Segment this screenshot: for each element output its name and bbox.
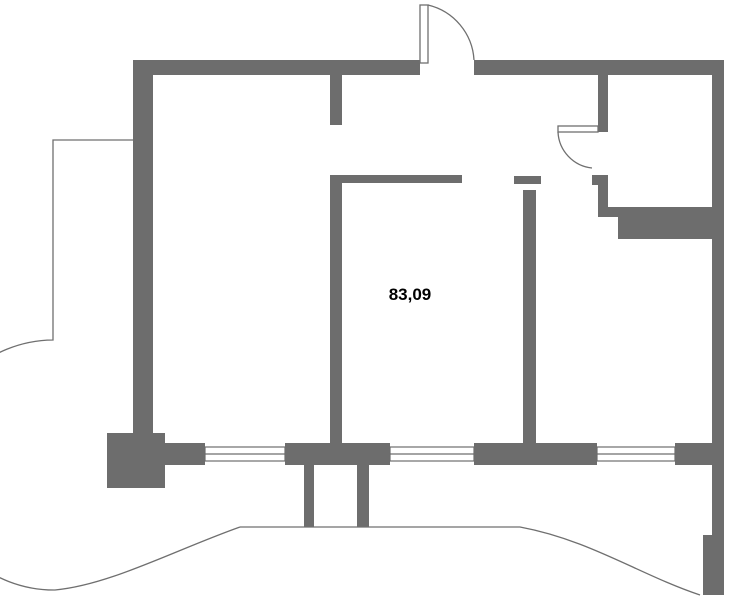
walls [107, 60, 724, 595]
entrance-door [419, 4, 475, 64]
door-post-top [514, 176, 541, 184]
total-area-label: 83,09 [389, 285, 432, 304]
living-room-right-wall [523, 190, 536, 445]
bathroom-jog [598, 175, 608, 217]
windows [204, 446, 676, 462]
bathroom-door [557, 125, 599, 169]
right-wall [712, 60, 724, 595]
doors [419, 4, 599, 169]
bottom-wall-left [150, 443, 205, 465]
window-right [596, 446, 676, 462]
living-room-top-wall [342, 175, 462, 183]
bottom-wall-right [675, 443, 715, 465]
balcony-outline [0, 139, 701, 596]
bottom-wall-mid-2 [474, 443, 597, 465]
balcony-partition-right [357, 465, 369, 527]
living-room-left-wall [330, 175, 342, 455]
window-left [204, 446, 286, 462]
balcony-partition-left [304, 465, 314, 527]
top-wall-left [133, 60, 420, 75]
left-loggia-outline [0, 139, 241, 591]
right-lower-block [703, 535, 715, 595]
front-balcony-outline [240, 526, 701, 596]
left-wall [133, 60, 153, 460]
corridor-stub-wall [330, 60, 342, 125]
bathroom-left-wall [598, 60, 608, 132]
bathroom-bottom-block [618, 207, 716, 239]
window-middle [389, 446, 475, 462]
